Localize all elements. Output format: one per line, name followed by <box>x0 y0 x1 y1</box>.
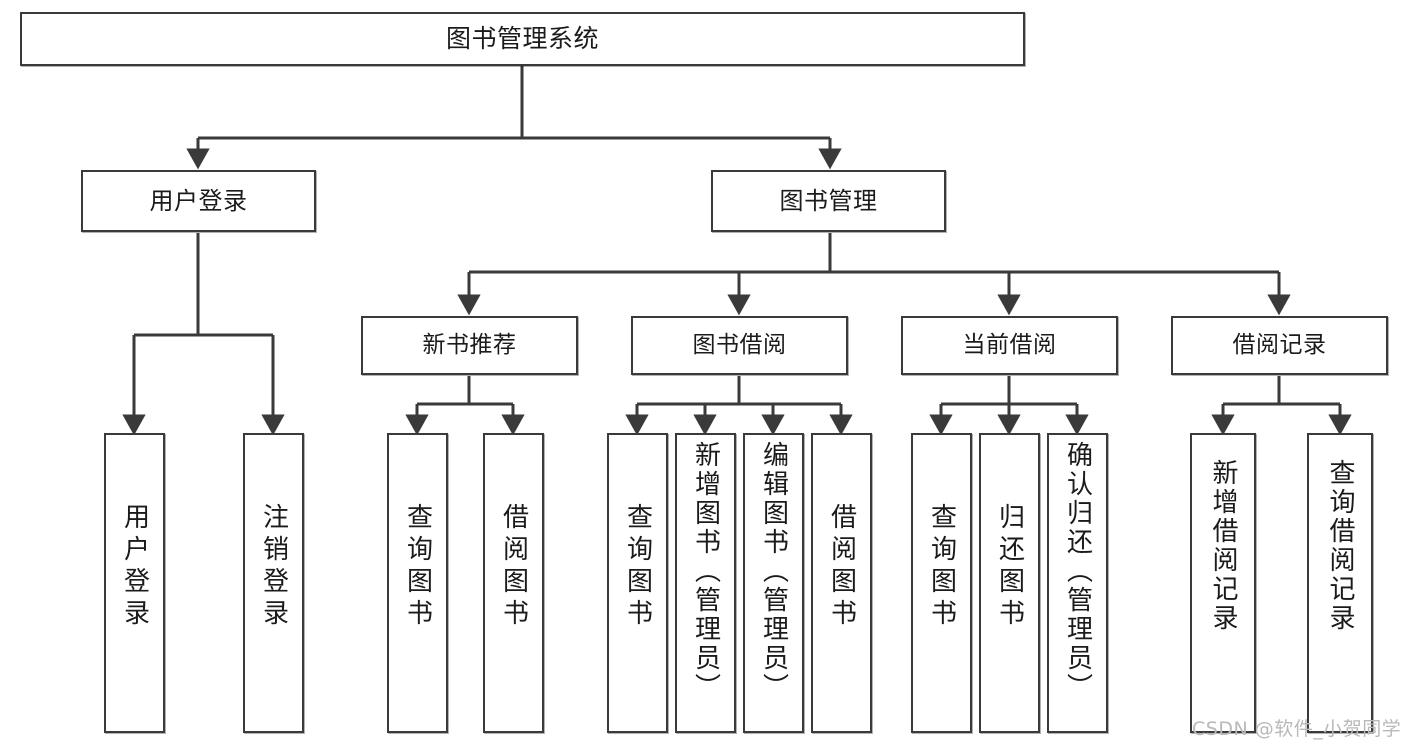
node-book-manage-label: 图书管理 <box>779 186 878 215</box>
node-leaf-query-book-3-label: 查询图书 <box>926 503 957 631</box>
node-leaf-add-record[interactable]: 新增借阅记录 <box>1190 433 1256 733</box>
node-leaf-query-book-1[interactable]: 查询图书 <box>387 433 448 733</box>
node-user-login-label: 用户登录 <box>149 186 248 215</box>
node-leaf-return-book-label: 归还图书 <box>994 503 1025 631</box>
node-user-login[interactable]: 用户登录 <box>81 170 316 232</box>
watermark-text: CSDN @软件_小贺同学 <box>1192 718 1402 740</box>
node-current-borrow-label: 当前借阅 <box>962 331 1057 358</box>
node-leaf-query-book-2[interactable]: 查询图书 <box>607 433 668 733</box>
node-leaf-user-login[interactable]: 用户登录 <box>104 433 165 733</box>
node-leaf-return-book[interactable]: 归还图书 <box>979 433 1040 733</box>
node-current-borrow[interactable]: 当前借阅 <box>901 316 1118 375</box>
node-new-book-recommend-label: 新书推荐 <box>422 331 517 358</box>
node-leaf-logout-label: 注销登录 <box>258 503 289 631</box>
node-leaf-query-record-label: 查询借阅记录 <box>1325 459 1355 633</box>
node-leaf-edit-book-label: 编辑图书（管理员） <box>758 441 789 702</box>
node-leaf-borrow-book-2[interactable]: 借阅图书 <box>811 433 872 733</box>
node-leaf-edit-book[interactable]: 编辑图书（管理员） <box>743 433 804 733</box>
node-leaf-borrow-book-1[interactable]: 借阅图书 <box>483 433 544 733</box>
node-leaf-user-login-label: 用户登录 <box>119 503 150 631</box>
node-leaf-query-record[interactable]: 查询借阅记录 <box>1307 433 1373 733</box>
node-borrow-record-label: 借阅记录 <box>1232 331 1327 358</box>
node-book-borrow[interactable]: 图书借阅 <box>631 316 848 375</box>
node-leaf-logout[interactable]: 注销登录 <box>243 433 304 733</box>
node-borrow-record[interactable]: 借阅记录 <box>1171 316 1388 375</box>
node-book-manage[interactable]: 图书管理 <box>711 170 946 232</box>
node-leaf-add-book-label: 新增图书（管理员） <box>690 441 721 702</box>
node-leaf-confirm-return[interactable]: 确认归还（管理员） <box>1047 433 1108 733</box>
node-leaf-confirm-return-label: 确认归还（管理员） <box>1062 441 1093 702</box>
node-leaf-borrow-book-2-label: 借阅图书 <box>826 503 857 631</box>
node-leaf-query-book-2-label: 查询图书 <box>622 503 653 631</box>
node-leaf-add-record-label: 新增借阅记录 <box>1208 459 1238 633</box>
node-leaf-add-book[interactable]: 新增图书（管理员） <box>675 433 736 733</box>
node-root[interactable]: 图书管理系统 <box>20 12 1025 66</box>
node-book-borrow-label: 图书借阅 <box>692 331 787 358</box>
node-leaf-borrow-book-1-label: 借阅图书 <box>498 503 529 631</box>
node-leaf-query-book-1-label: 查询图书 <box>402 503 433 631</box>
node-root-label: 图书管理系统 <box>445 24 599 53</box>
node-leaf-query-book-3[interactable]: 查询图书 <box>911 433 972 733</box>
node-new-book-recommend[interactable]: 新书推荐 <box>361 316 578 375</box>
